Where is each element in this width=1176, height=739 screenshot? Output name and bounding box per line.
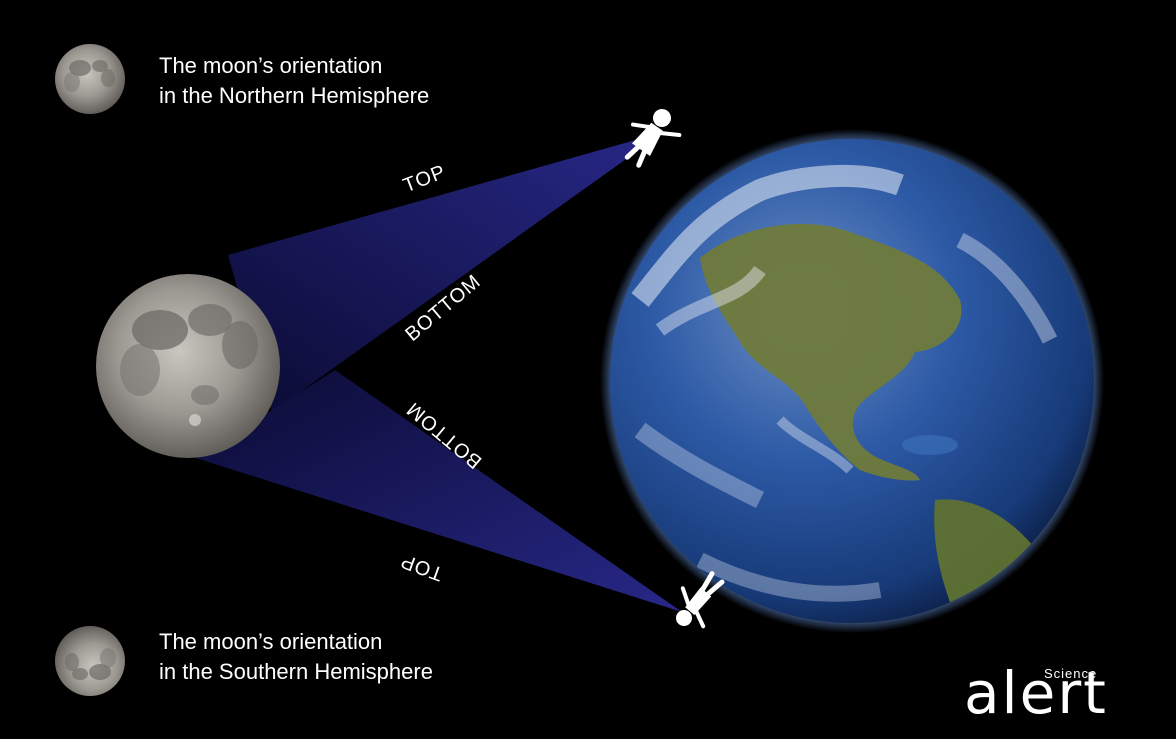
caption-north-line1: The moon’s orientation: [159, 53, 383, 78]
sciencealert-logo: alert Science: [964, 660, 1169, 725]
sight-cone-north: [228, 132, 664, 412]
caption-northern-hemisphere: The moon’s orientation in the Northern H…: [159, 51, 429, 111]
caption-south-line1: The moon’s orientation: [159, 629, 383, 654]
moon-small-south: [55, 626, 125, 696]
caption-southern-hemisphere: The moon’s orientation in the Southern H…: [159, 627, 433, 687]
moon-large: [96, 274, 280, 458]
caption-north-line2: in the Northern Hemisphere: [159, 83, 430, 108]
logo-alert-text: alert: [964, 659, 1108, 727]
logo-science-text: Science: [1044, 666, 1098, 681]
north-america-land: [700, 223, 962, 481]
person-standing-icon: [624, 109, 682, 168]
earth-globe: [600, 129, 1104, 633]
moon-small-north: [55, 44, 125, 114]
caption-south-line2: in the Southern Hemisphere: [159, 659, 433, 684]
person-inverted-icon: [676, 571, 725, 629]
sight-cone-south: [196, 370, 682, 612]
